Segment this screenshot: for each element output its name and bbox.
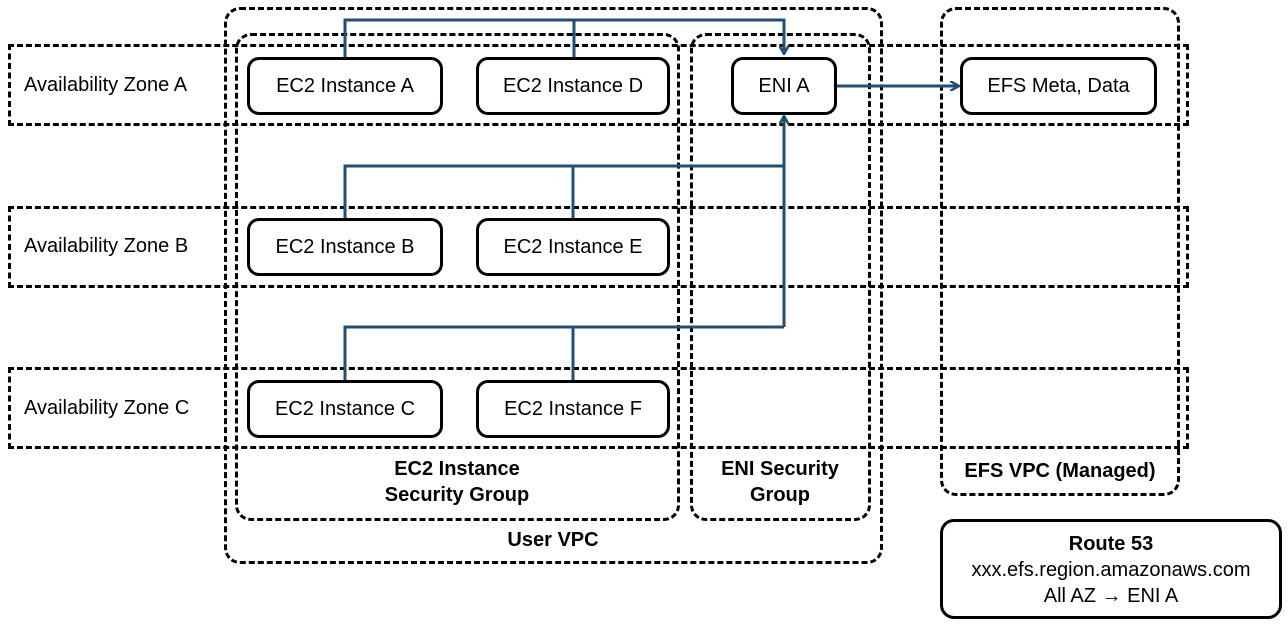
efs-vpc-label: EFS VPC (Managed) xyxy=(964,460,1156,482)
zone-band-b xyxy=(8,206,1189,288)
zone-label-c: Availability Zone C xyxy=(24,397,190,419)
ec2-instance-b: EC2 Instance B xyxy=(247,218,443,276)
eni-security-group-box xyxy=(690,33,871,521)
eni-a-node: ENI A xyxy=(731,57,837,115)
ec2-sg-label-line2: Security Group xyxy=(384,484,530,506)
eni-sg-label-line2: Group xyxy=(750,484,810,506)
user-vpc-box xyxy=(224,7,883,564)
ec2-instance-d: EC2 Instance D xyxy=(476,57,670,115)
connector-zone-c xyxy=(343,325,784,380)
ec2-instance-f: EC2 Instance F xyxy=(476,380,670,438)
zone-label-a: Availability Zone A xyxy=(24,74,188,96)
ec2-security-group-label: EC2 Instance Security Group xyxy=(357,456,557,508)
ec2-instance-e: EC2 Instance E xyxy=(476,218,670,276)
route53-mapping: All AZ → ENI A xyxy=(1043,585,1179,607)
eni-sg-label-line1: ENI Security xyxy=(721,458,839,480)
route53-domain: xxx.efs.region.amazonaws.com xyxy=(971,559,1251,581)
ec2-sg-label-line1: EC2 Instance xyxy=(394,458,520,480)
efs-node: EFS Meta, Data xyxy=(960,57,1157,115)
ec2-instance-c: EC2 Instance C xyxy=(247,380,443,438)
eni-security-group-label: ENI Security Group xyxy=(700,456,860,508)
user-vpc-label: User VPC xyxy=(507,529,599,551)
zone-label-b: Availability Zone B xyxy=(24,235,189,257)
zone-band-c xyxy=(8,367,1189,449)
connector-zone-a xyxy=(343,18,576,57)
efs-vpc-box xyxy=(940,7,1180,496)
connector-zone-b xyxy=(343,164,784,219)
route53-title: Route 53 xyxy=(1068,533,1154,555)
zone-band-a xyxy=(8,44,1189,126)
ec2-security-group-box xyxy=(235,33,680,521)
ec2-instance-a: EC2 Instance A xyxy=(247,57,443,115)
connector-zone-a-to-eni xyxy=(574,18,784,53)
route53-box: Route 53 xxx.efs.region.amazonaws.com Al… xyxy=(940,519,1282,619)
